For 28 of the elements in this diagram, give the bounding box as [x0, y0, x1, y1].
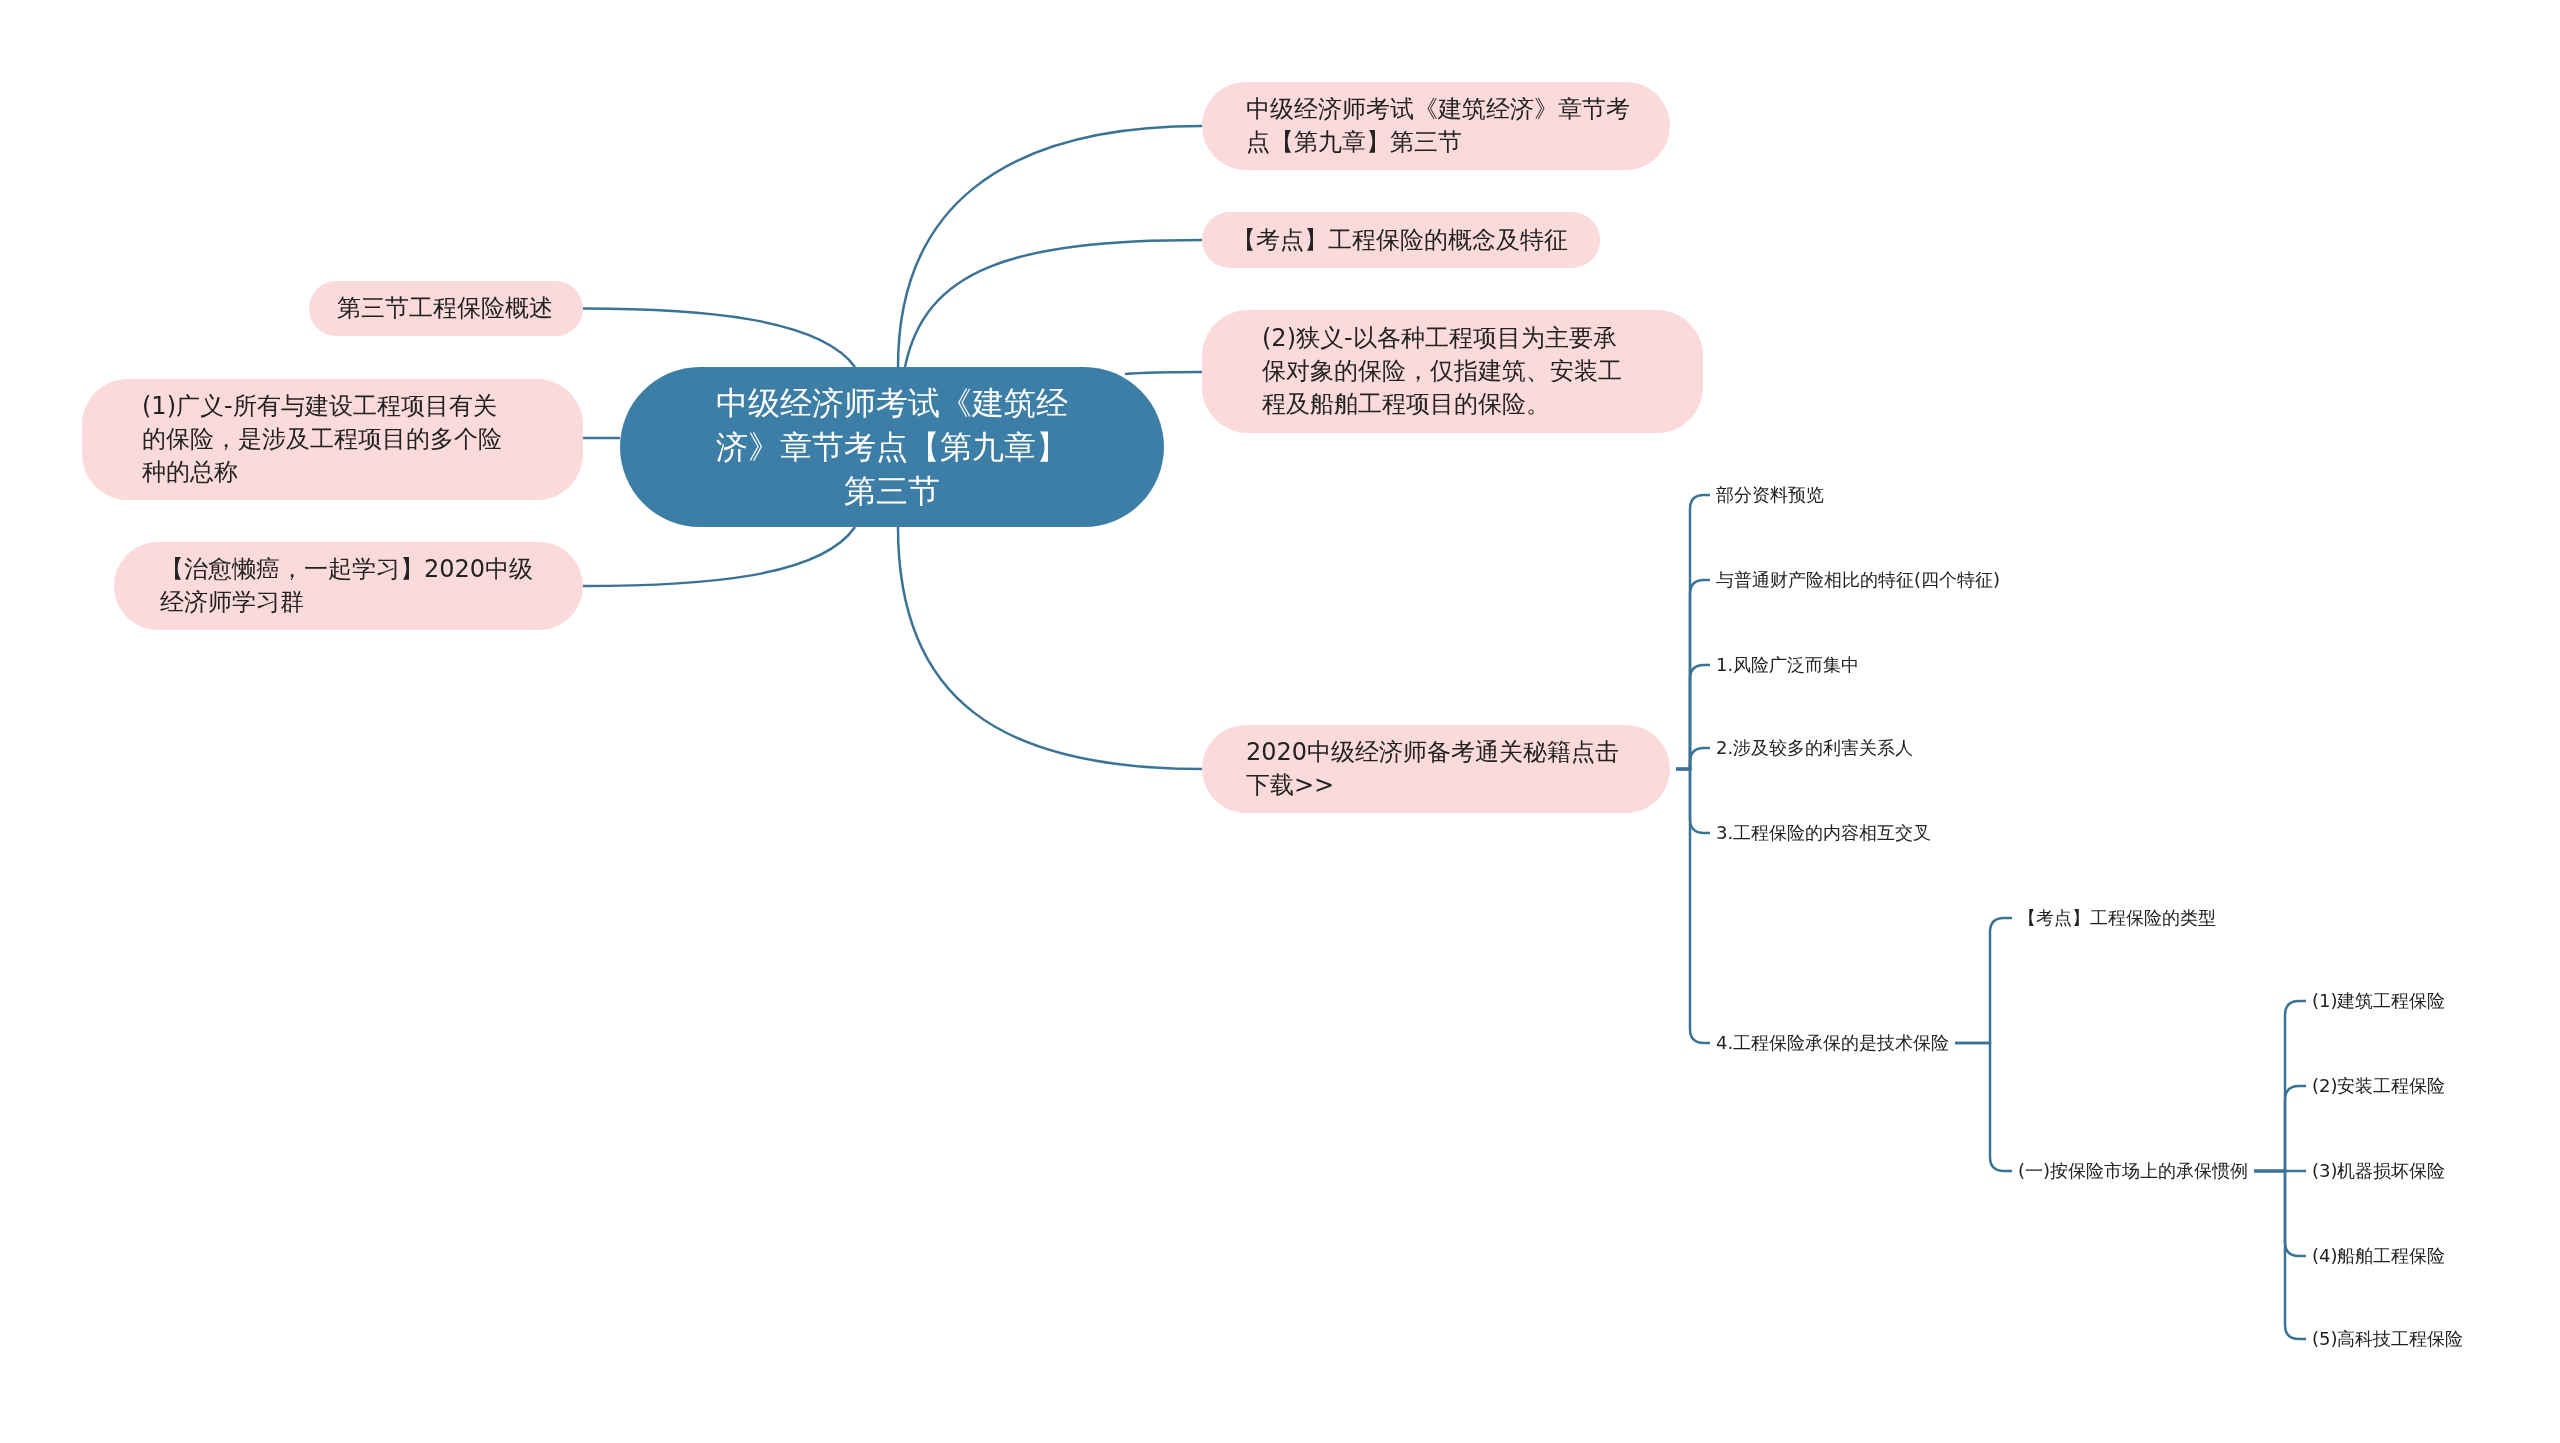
topic-text: 1.风险广泛而集中	[1716, 652, 1860, 678]
topic-text: 2.涉及较多的利害关系人	[1716, 735, 1914, 761]
connector-line	[1124, 370, 1202, 376]
topic-box: 【考点】工程保险的概念及特征	[1202, 212, 1600, 268]
topic-box: 第三节工程保险概述	[309, 281, 583, 336]
topic-box: 中级经济师考试《建筑经济》章节考点【第九章】第三节	[1202, 82, 1670, 170]
central-topic-box: 中级经济师考试《建筑经济》章节考点【第九章】第三节	[620, 367, 1164, 527]
topic-box: 【治愈懒癌，一起学习】2020中级经济师学习群	[114, 542, 583, 630]
topic-text: (1)建筑工程保险	[2312, 988, 2446, 1014]
topic-text: (2)安装工程保险	[2312, 1073, 2446, 1099]
topic-text: 部分资料预览	[1716, 482, 1824, 508]
connector-line	[903, 238, 1202, 368]
connector-line	[896, 124, 1203, 368]
topic-text: 【考点】工程保险的类型	[2018, 905, 2216, 931]
topic-text: (3)机器损坏保险	[2312, 1158, 2446, 1184]
topic-box: (2)狭义-以各种工程项目为主要承保对象的保险，仅指建筑、安装工程及船舶工程项目的保险。	[1202, 310, 1703, 433]
topic-text: (一)按保险市场上的承保惯例	[2018, 1158, 2249, 1184]
connector-line	[583, 307, 856, 368]
topic-box: (1)广义-所有与建设工程项目有关的保险，是涉及工程项目的多个险种的总称	[82, 379, 583, 500]
topic-text: (4)船舶工程保险	[2312, 1243, 2446, 1269]
topic-text: 与普通财产险相比的特征(四个特征)	[1716, 567, 2001, 593]
topic-text: 4.工程保险承保的是技术保险	[1716, 1030, 1950, 1056]
topic-box: 2020中级经济师备考通关秘籍点击下载>>	[1202, 725, 1670, 813]
connector-line	[583, 436, 620, 440]
connector-line	[583, 526, 856, 588]
topic-text: (5)高科技工程保险	[2312, 1326, 2464, 1352]
connector-line	[896, 526, 1203, 771]
topic-text: 3.工程保险的内容相互交叉	[1716, 820, 1932, 846]
